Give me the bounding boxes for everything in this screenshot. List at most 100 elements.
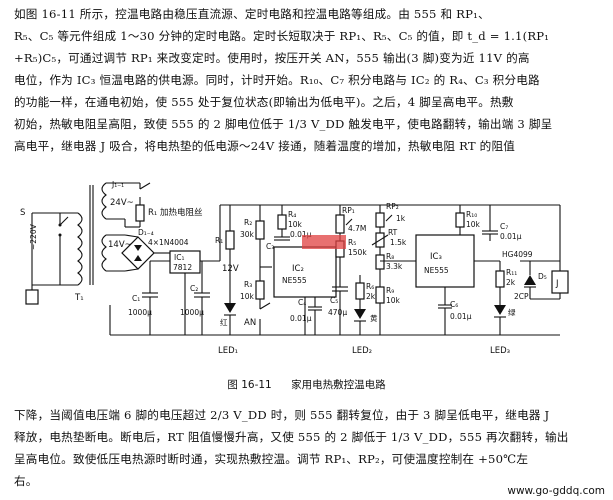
paragraph-top: 如图 16-11 所示，控温电路由稳压直流源、定时电路和控温电路等组成。由 55…: [14, 3, 602, 157]
output-stage: R₁₁ 2k 绿 LED₃ HG4099 J D₅ 2CP: [490, 205, 569, 356]
c5-val: 470μ: [328, 308, 347, 317]
timing-network: RP₁ 4.7M R₅ 150k C₅ 470μ C₄ 0.01μ: [290, 205, 367, 335]
ic3-part: NE555: [424, 266, 449, 275]
bridge-rectifier: 14V~ D₁₋₄ 4×1N4004: [106, 228, 189, 272]
2cp-label: 2CP: [514, 292, 529, 301]
text-line: 释放，电热垫断电。断电后，RT 阻值慢慢升高，又使 555 的 2 脚低于 1/…: [14, 430, 569, 444]
paragraph-bottom: 下降，当阈值电压端 6 脚的电压超过 2/3 V_DD 时，则 555 翻转复位…: [14, 404, 602, 492]
c4-val: 0.01μ: [290, 314, 312, 323]
d5-label: D₅: [538, 272, 547, 281]
led2-branch: R₆ 2k 黄 LED₂: [352, 275, 378, 356]
r9-val: 10k: [386, 296, 401, 305]
rp1-val: 4.7M: [348, 224, 366, 233]
rt-label: RT: [388, 228, 398, 237]
text-line: R₅、C₅ 等元件组成 1～30 分钟的定时电路。定时长短取决于 RP₁、R₅、…: [14, 29, 550, 43]
text-line: +R₅)C₅，可通过调节 RP₁ 来改变定时。使用时，按压开关 AN，555 输…: [14, 51, 530, 65]
ac14-label: 14V~: [108, 240, 132, 250]
timer-ic2: R₄ 10k C₃ 0.01μ IC₂ NE555: [266, 205, 337, 335]
r1b-label: R₁: [215, 236, 223, 245]
r10-label: R₁₀: [466, 210, 477, 219]
yellow-label: 黄: [370, 313, 378, 323]
c6-label: C₆: [450, 300, 458, 309]
text-line: 电位，作为 IC₃ 恒温电路的供电源。同时，计时开始。R₁₀、C₇ 积分电路与 …: [14, 73, 540, 87]
text-line: 初始，热敏电阻呈高阻，致使 555 的 2 脚电位低于 1/3 V_DD 触发电…: [14, 117, 553, 131]
bridge-label: D₁₋₄: [138, 228, 154, 237]
text-line: 右。: [14, 474, 38, 488]
figure-number: 图 16-11: [227, 379, 272, 391]
r5-val: 150k: [348, 248, 367, 257]
r3-label: R₃: [244, 280, 252, 289]
rt-val: 1.5k: [390, 238, 407, 247]
c3-val: 0.01μ: [290, 230, 312, 239]
regulator-ic1: IC₁ 7812: [169, 250, 220, 335]
r4-val: 10k: [288, 220, 303, 229]
mains-input: S ~220V: [20, 208, 69, 305]
led3-label: LED₃: [490, 346, 510, 356]
r8-label: R₈: [386, 252, 394, 261]
c1-val: 1000μ: [128, 308, 152, 317]
rp2-label: RP₂: [386, 202, 399, 211]
text-line: 高电平，继电器 J 吸合，将电热垫的低电源～24V 接通，随着温度的增加，热敏电…: [14, 139, 516, 153]
figure-caption: 图 16-11 家用电热敷控温电路: [0, 377, 613, 392]
ic3-label: IC₃: [430, 252, 442, 262]
transformer-label: T₁: [74, 293, 84, 303]
mains-label: ~220V: [29, 223, 38, 250]
led1-label: LED₁: [218, 346, 238, 356]
r6-label: R₆: [366, 282, 374, 291]
ic2-label: IC₂: [292, 264, 304, 274]
c5-label: C₅: [330, 296, 338, 305]
text-line: 呈高电位。致使低压电热源时断时通，实现热敷控温。调节 RP₁、RP₂，可使温度控…: [14, 452, 529, 466]
c1-label: C₁: [132, 294, 140, 303]
bridge-part: 4×1N4004: [148, 238, 189, 247]
led1-branch: R₁ 红 LED₁: [215, 205, 238, 356]
r9-label: R₉: [386, 286, 394, 295]
circuit-schematic: S ~220V T₁ J₁₋₁ 24V~ R₁: [20, 180, 569, 356]
r11-val: 2k: [506, 278, 516, 287]
heater-r-label: R₁: [148, 208, 157, 218]
switch-label: S: [20, 208, 25, 218]
c2-label: C₂: [190, 284, 198, 293]
text-line: 下降，当阈值电压端 6 脚的电压超过 2/3 V_DD 时，则 555 翻转复位…: [14, 408, 550, 422]
r10-val: 10k: [466, 220, 481, 229]
c2-val: 1000μ: [180, 308, 204, 317]
r4-label: R₄: [288, 210, 296, 219]
ic1-label: IC₁: [174, 253, 184, 262]
control-ic3: IC₃ NE555 C₆ 0.01μ: [380, 234, 500, 335]
filter-capacitors: C₁ 1000μ C₂ 1000μ: [128, 260, 210, 335]
trigger-inputs: R₂ 30k R₃ 10k AN: [240, 205, 272, 335]
c3-label: C₃: [266, 242, 274, 251]
r8-val: 3.3k: [386, 262, 403, 271]
c7-val: 0.01μ: [500, 232, 522, 241]
ic2-part: NE555: [282, 276, 307, 285]
reset-network: R₁₀ 10k C₇ 0.01μ: [455, 205, 522, 241]
heater-branch: J₁₋₁ 24V~ R₁ 加热电阻丝: [106, 180, 203, 228]
transformer-t1: T₁: [60, 182, 107, 303]
r6-val: 2k: [366, 292, 376, 301]
watermark-stamp: [302, 235, 346, 249]
led2-label: LED₂: [352, 346, 372, 356]
an-label: AN: [244, 318, 256, 328]
c7-label: C₇: [500, 222, 508, 231]
text-line: 如图 16-11 所示，控温电路由稳压直流源、定时电路和控温电路等组成。由 55…: [14, 7, 490, 21]
rp1-label: RP₁: [342, 206, 355, 215]
c6-val: 0.01μ: [450, 312, 472, 321]
green-label: 绿: [508, 308, 516, 317]
relay-contact-label: J₁₋₁: [111, 180, 124, 189]
r11-label: R₁₁: [506, 268, 517, 277]
r3-val: 10k: [240, 292, 255, 301]
c4-label: C₄: [298, 298, 306, 307]
heater-label: 加热电阻丝: [160, 207, 203, 218]
figure-title: 家用电热敷控温电路: [291, 379, 386, 391]
r2-val: 30k: [240, 230, 255, 239]
ic1-part: 7812: [173, 263, 192, 272]
r2-label: R₂: [244, 218, 252, 227]
red-label: 红: [220, 317, 228, 327]
text-line: 的功能一样，在通电初始，使 555 处于复位状态(即输出为低电平)。之后，4 脚…: [14, 95, 514, 109]
r5-label: R₅: [348, 238, 356, 247]
ac24-label: 24V~: [110, 198, 134, 208]
rp2-val: 1k: [396, 214, 406, 223]
footer-url[interactable]: www.go-gddq.com: [507, 485, 605, 497]
relay-j-label: J: [555, 279, 559, 289]
hg-label: HG4099: [502, 250, 533, 259]
